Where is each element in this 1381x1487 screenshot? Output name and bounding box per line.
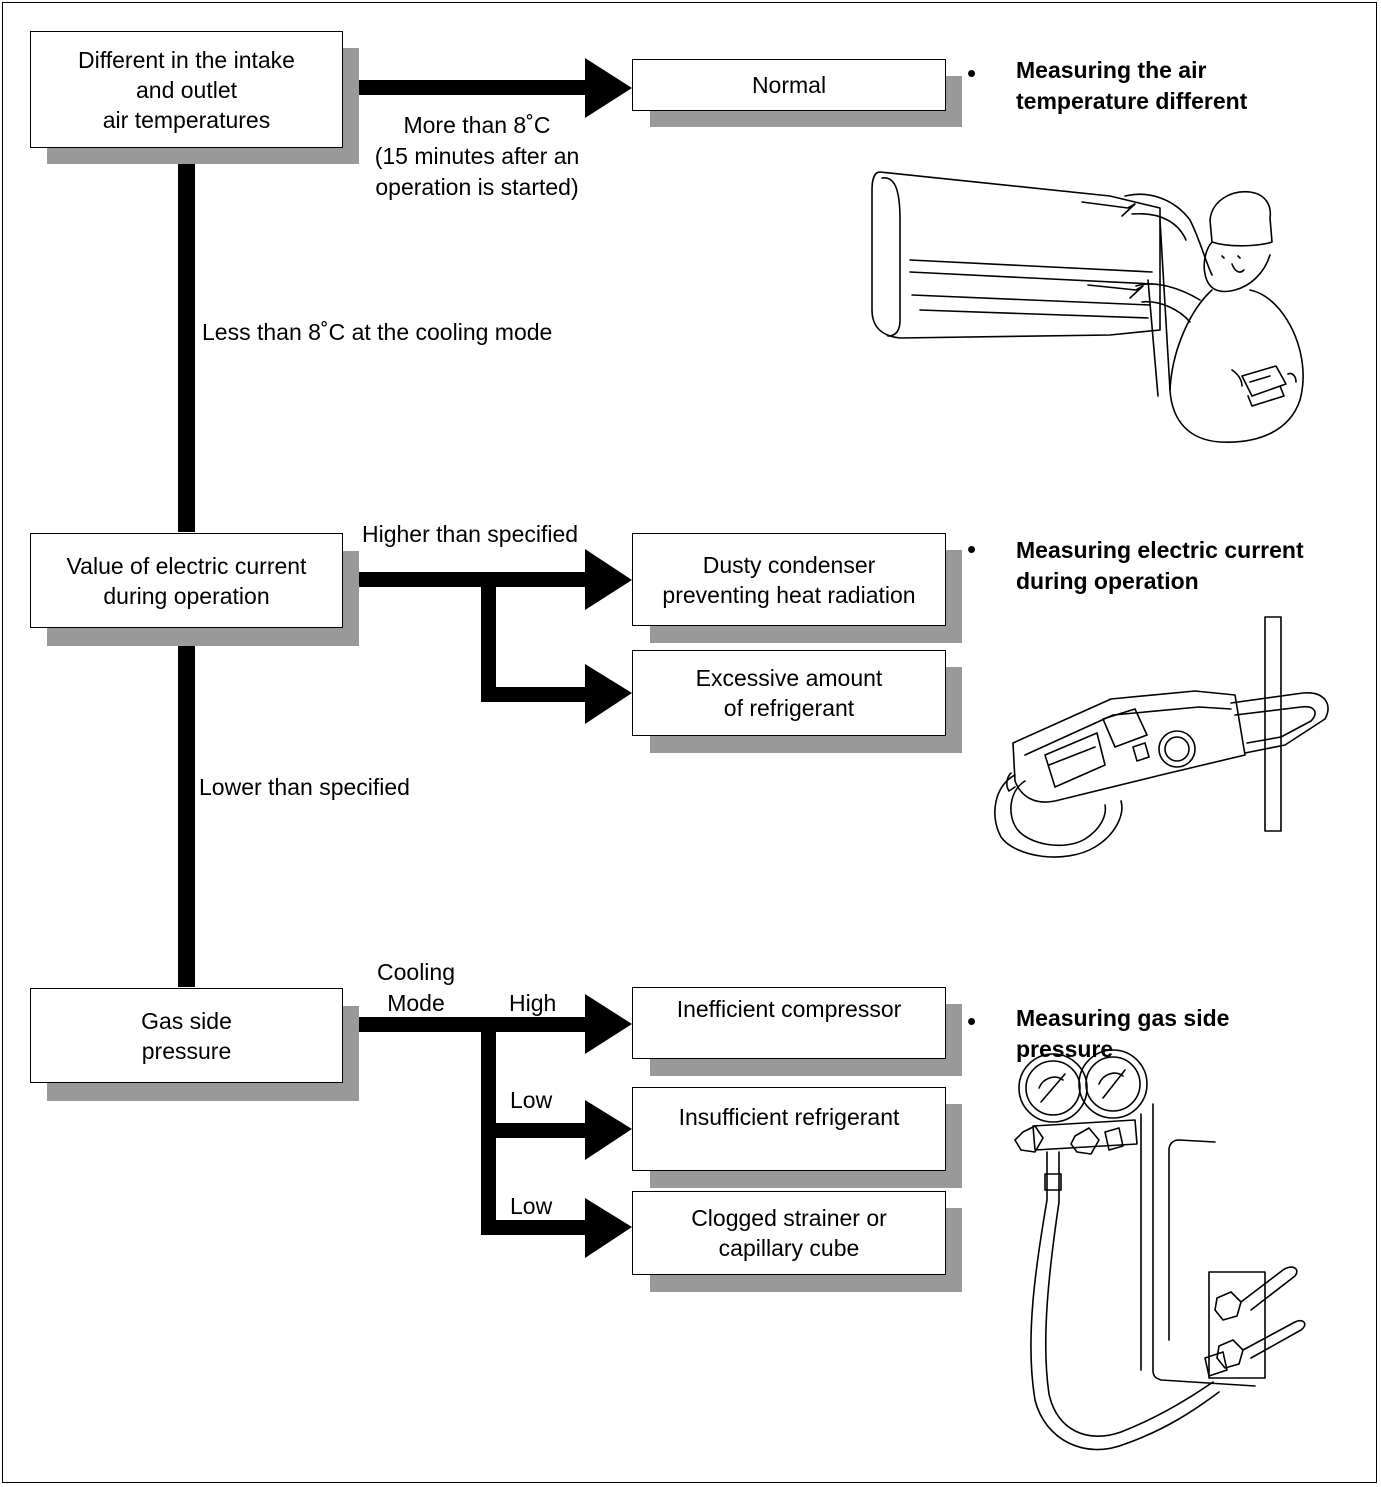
arrow-to-normal bbox=[585, 58, 632, 118]
valve-knob-right bbox=[1070, 1127, 1100, 1155]
label-high: High bbox=[509, 990, 557, 1016]
manifold-body bbox=[1032, 1119, 1138, 1151]
connector-to-dusty bbox=[345, 572, 590, 587]
clamp-meter-illustration bbox=[994, 616, 1329, 858]
dusty-condenser-box: Dusty condenser preventing heat radiatio… bbox=[632, 533, 946, 626]
label-low-1: Low bbox=[510, 1087, 553, 1113]
outdoor-unit-panel bbox=[1140, 1103, 1256, 1387]
trunk-line-middle bbox=[178, 627, 195, 987]
wire bbox=[1264, 616, 1282, 832]
trunk-line-upper bbox=[178, 128, 195, 532]
label-less-than-8c: Less than 8˚C at the cooling mode bbox=[202, 319, 553, 345]
note-electric-current: Measuring electric current during operat… bbox=[1016, 537, 1304, 594]
arrow-to-compressor bbox=[585, 994, 632, 1054]
service-valve-plate bbox=[1208, 1271, 1266, 1379]
connector-down-excessive bbox=[481, 580, 496, 702]
label-cooling-mode: Cooling Mode bbox=[377, 959, 455, 1016]
technician-arm-lower bbox=[1135, 283, 1201, 301]
service-valve-lower bbox=[1216, 1319, 1306, 1369]
note-air-temperature: Measuring the air temperature different bbox=[1016, 57, 1248, 114]
bullet-air-temp: • bbox=[967, 58, 977, 88]
technician-cap bbox=[1209, 191, 1273, 247]
label-more-than-8c: More than 8˚C (15 minutes after an opera… bbox=[374, 112, 580, 200]
gas-side-box: Gas side pressure bbox=[30, 988, 343, 1083]
clamp-jaw bbox=[1230, 692, 1329, 754]
bullet-gas: • bbox=[967, 1006, 977, 1036]
connector-to-excessive bbox=[481, 687, 590, 702]
meter-body bbox=[1012, 690, 1246, 803]
indoor-unit-body bbox=[871, 171, 1161, 339]
arrow-to-excessive bbox=[585, 664, 632, 724]
manifold-gauge-illustration bbox=[1014, 1049, 1306, 1451]
connector-to-compressor bbox=[345, 1017, 590, 1032]
valve-knob-left bbox=[1014, 1125, 1044, 1153]
service-valve-upper bbox=[1214, 1266, 1298, 1321]
meter-strap bbox=[994, 774, 1123, 858]
note-gas-pressure: Measuring gas side pressure bbox=[1016, 1005, 1230, 1062]
connector-to-clogged bbox=[481, 1220, 590, 1235]
air-temp-measure-illustration bbox=[871, 171, 1304, 443]
label-higher-than-specified: Higher than specified bbox=[362, 521, 579, 547]
gauge-right bbox=[1078, 1049, 1148, 1119]
inefficient-compressor-box: Inefficient compressor bbox=[632, 987, 946, 1059]
connector-to-insufficient bbox=[481, 1123, 590, 1138]
probe-top bbox=[1081, 201, 1136, 217]
normal-box: Normal bbox=[632, 59, 946, 111]
label-low-2: Low bbox=[510, 1193, 553, 1219]
service-hose bbox=[1030, 1151, 1220, 1451]
technician-arm-upper bbox=[1124, 193, 1213, 276]
bullet-electric: • bbox=[967, 534, 977, 564]
arrow-to-clogged bbox=[585, 1198, 632, 1258]
label-lower-than-specified: Lower than specified bbox=[199, 774, 410, 800]
meter-dial bbox=[1158, 730, 1196, 768]
connector-to-normal bbox=[345, 80, 590, 95]
arrow-to-insufficient bbox=[585, 1100, 632, 1160]
thermometer-device bbox=[1241, 365, 1287, 407]
clogged-strainer-box: Clogged strainer or capillary cube bbox=[632, 1191, 946, 1275]
electric-current-box: Value of electric current during operati… bbox=[30, 533, 343, 628]
insufficient-refrigerant-box: Insufficient refrigerant bbox=[632, 1087, 946, 1171]
excessive-refrigerant-box: Excessive amount of refrigerant bbox=[632, 650, 946, 736]
meter-display bbox=[1044, 732, 1106, 788]
intake-outlet-box: Different in the intake and outlet air t… bbox=[30, 31, 343, 148]
arrow-to-dusty bbox=[585, 549, 632, 610]
technician-body bbox=[1169, 289, 1304, 443]
probe-bottom bbox=[1087, 284, 1144, 299]
